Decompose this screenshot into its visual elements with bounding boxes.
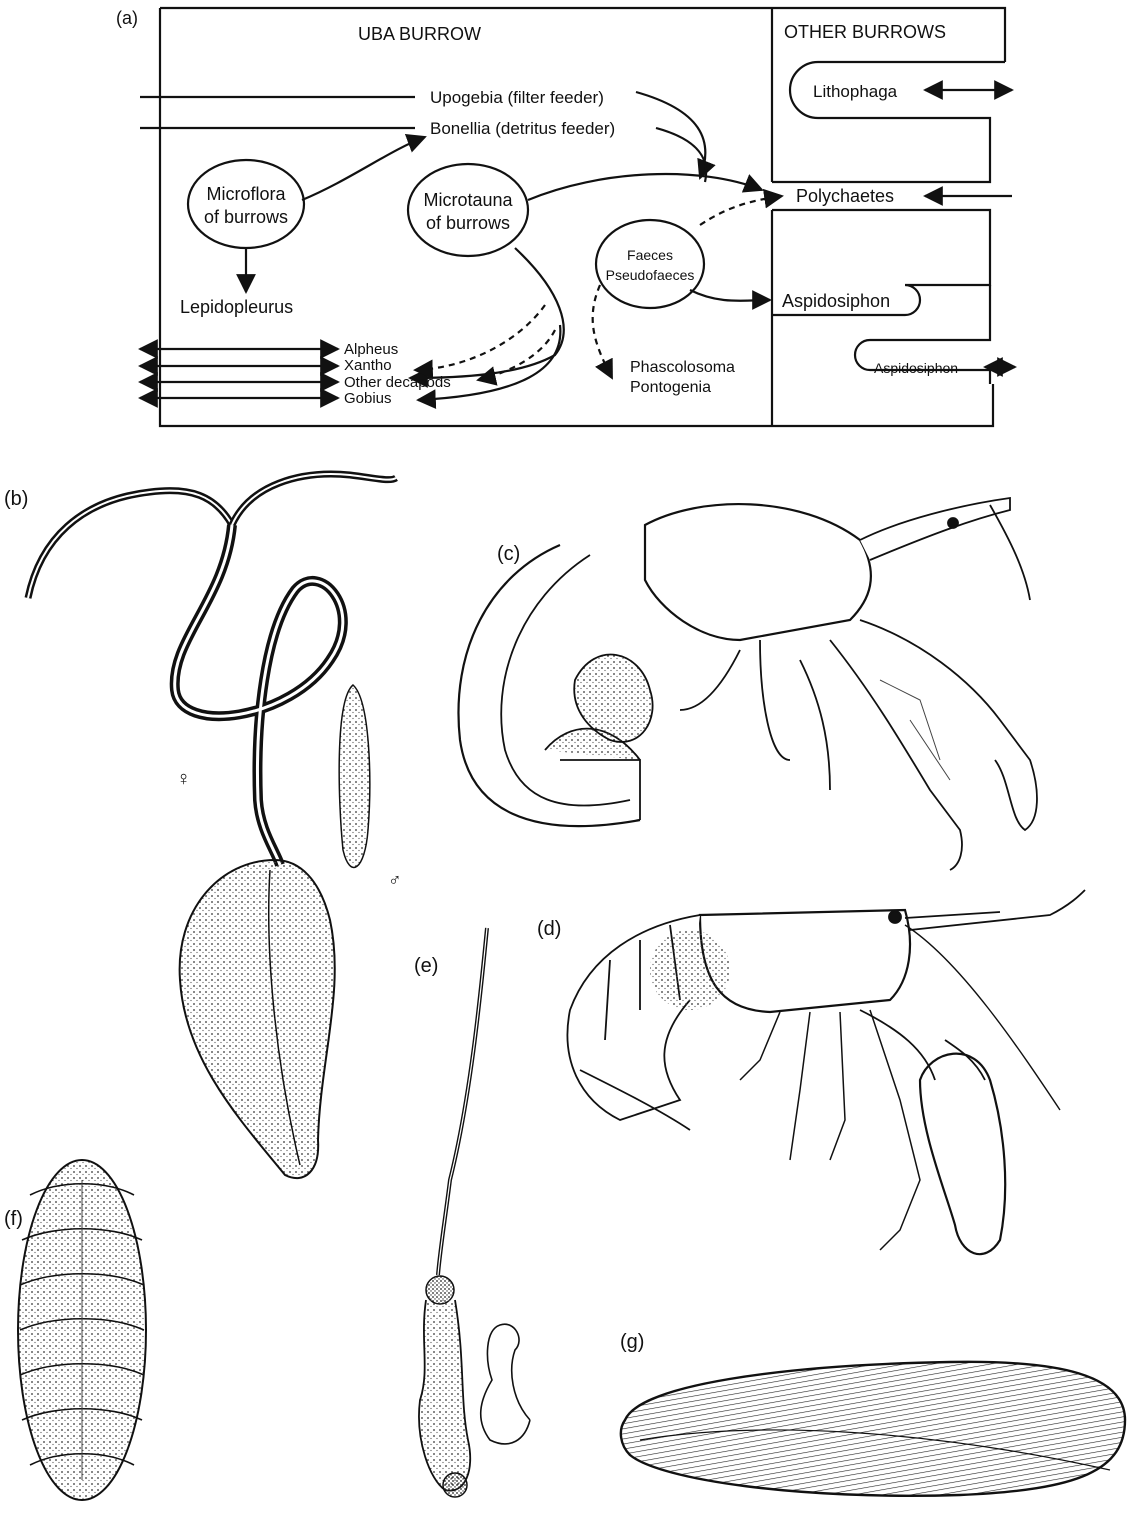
faeces-label-1: Faeces	[627, 247, 673, 263]
aspidosiphon-label-large: Aspidosiphon	[782, 291, 890, 311]
xantho-label: Xantho	[344, 357, 392, 374]
alpheus-antennae	[905, 890, 1085, 930]
diagram-labels: (a) UBA BURROW OTHER BURROWS Upogebia (f…	[116, 8, 958, 407]
alpheus-legs	[740, 1010, 920, 1250]
bonellia-proboscis-left	[28, 491, 232, 598]
bonellia-proboscis-right	[232, 474, 396, 525]
pocket-poly-bottom	[772, 210, 990, 285]
upogebia-carapace	[645, 504, 871, 640]
arrow-phascolosoma	[593, 285, 612, 378]
panel-label-b: (b)	[4, 488, 28, 510]
alpheus-carapace	[700, 910, 910, 1012]
sipunculid-small-specimen	[481, 1324, 530, 1444]
other-burrows-title: OTHER BURROWS	[784, 22, 946, 42]
phascolosoma-label: Phascolosoma	[630, 359, 735, 376]
microfauna-label-2: of burrows	[426, 213, 510, 233]
female-symbol: ♀	[176, 768, 191, 790]
panel-label-f: (f)	[4, 1208, 23, 1230]
arrow-xantho	[415, 305, 545, 370]
bonellia-label: Bonellia (detritus feeder)	[430, 119, 615, 138]
faeces-node	[596, 220, 704, 308]
panel-label-d: (d)	[537, 918, 561, 940]
alpheus-illustration: (d)	[537, 890, 1085, 1254]
arrow-aspidosiphon	[690, 290, 770, 301]
microflora-label-1: Microflora	[206, 184, 286, 204]
lithophaga-illustration: (g)	[620, 1331, 1125, 1496]
sipunculid-trunk	[419, 1300, 470, 1491]
lithophaga-shell	[621, 1362, 1125, 1496]
upogebia-label: Upogebia (filter feeder)	[430, 88, 604, 107]
microflora-node	[188, 160, 304, 248]
other-decapods-label: Other decapods	[344, 374, 451, 391]
panel-label-e: (e)	[414, 955, 438, 977]
alpheus-eye	[889, 911, 901, 923]
lepidopleurus-label: Lepidopleurus	[180, 297, 293, 317]
upogebia-rostrum	[860, 498, 1010, 560]
bonellia-male	[339, 685, 370, 867]
arrow-other-decapods	[478, 330, 555, 380]
arrow-faeces-polychaetes	[700, 196, 782, 225]
microfauna-node	[408, 164, 528, 256]
alpheus-speckle	[650, 930, 730, 1010]
arrow-polychaetes	[528, 174, 762, 200]
alpheus-claw	[920, 1054, 1005, 1255]
panel-label-c: (c)	[497, 543, 520, 565]
pontogenia-label: Pontogenia	[630, 379, 711, 396]
male-symbol: ♂	[388, 870, 402, 890]
upogebia-antenna	[990, 505, 1030, 600]
aspidosiphon-label-small: Aspidosiphon	[874, 360, 958, 376]
gobius-label: Gobius	[344, 390, 392, 407]
arrow-upogebia-faeces	[636, 92, 705, 178]
sipunculid-illustration: (e)	[414, 928, 530, 1497]
chiton-illustration: (f)	[4, 1160, 146, 1500]
polychaetes-label: Polychaetes	[796, 186, 894, 206]
faeces-label-2: Pseudofaeces	[606, 267, 695, 283]
alpheus-label: Alpheus	[344, 341, 398, 358]
panel-label-a: (a)	[116, 8, 138, 28]
panel-label-g: (g)	[620, 1331, 644, 1353]
microflora-label-2: of burrows	[204, 207, 288, 227]
upogebia-illustration: (c)	[458, 498, 1036, 870]
lithophaga-label: Lithophaga	[813, 82, 898, 101]
bonellia-body	[180, 860, 335, 1178]
sipunculid-introvert	[438, 928, 487, 1275]
uba-burrow-title: UBA BURROW	[358, 24, 481, 44]
upogebia-claw	[860, 620, 1037, 830]
arrow-alpheus	[410, 248, 564, 378]
arrow-bonellia	[302, 137, 425, 200]
sipunculid-caudal-shield	[443, 1473, 467, 1497]
pocket-lithophaga-bottom	[772, 118, 990, 182]
bonellia-illustration: (b) ♀ ♂	[4, 474, 402, 1178]
upogebia-eye	[948, 518, 958, 528]
sipunculid-anterior-shield	[426, 1276, 454, 1304]
microfauna-label-1: Microtauna	[423, 190, 513, 210]
